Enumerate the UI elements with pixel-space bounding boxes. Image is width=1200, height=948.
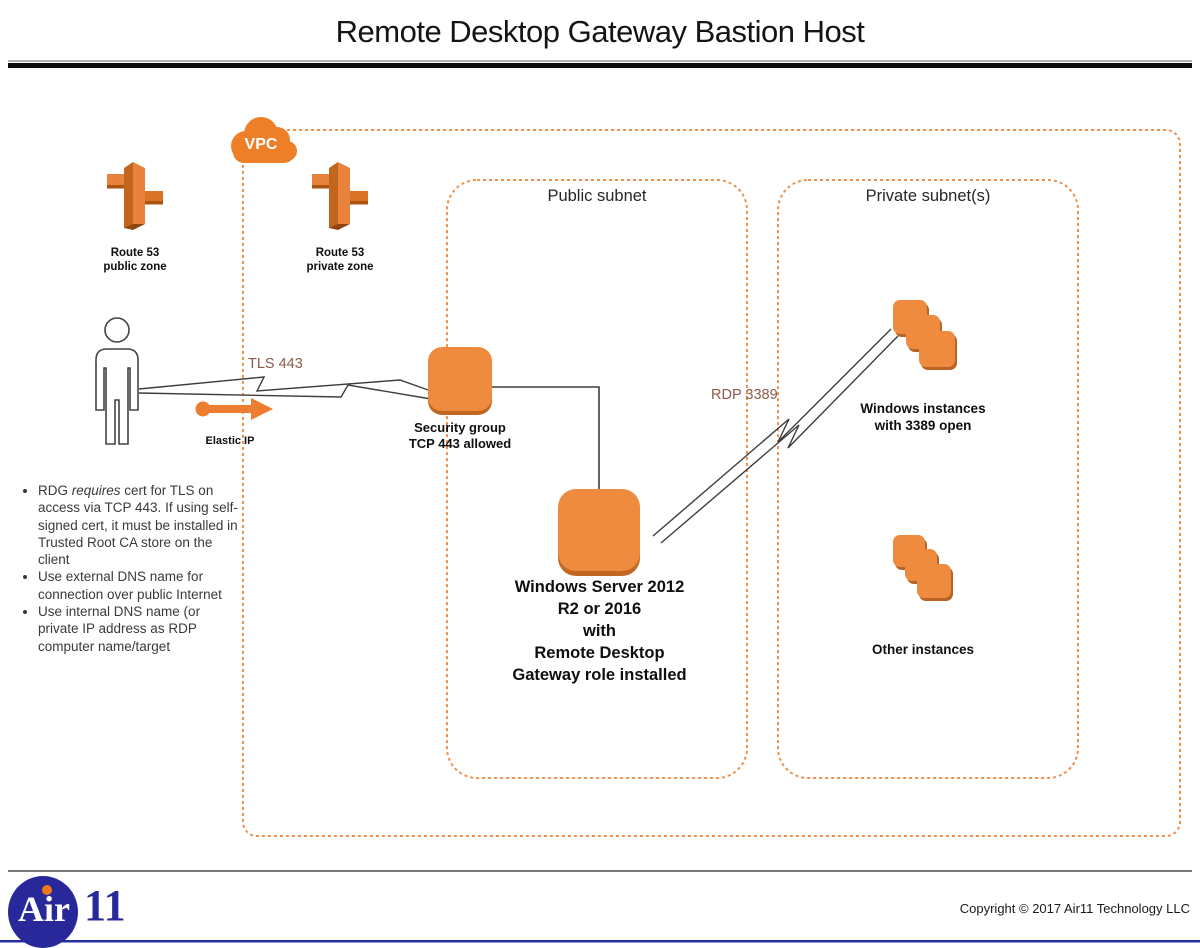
server-label: Windows Server 2012 R2 or 2016 with Remo…: [512, 578, 687, 684]
note-item: RDG requires cert for TLS on access via …: [38, 482, 240, 568]
footer-blue-line: [0, 940, 1200, 943]
server-instance-icon: [558, 489, 640, 576]
note-item: Use internal DNS name (or private IP add…: [38, 603, 240, 655]
page-title: Remote Desktop Gateway Bastion Host: [335, 14, 865, 49]
elastic-ip-arrow-icon: [195, 398, 273, 420]
private-subnet-label: Private subnet(s): [865, 187, 991, 205]
public-subnet-label: Public subnet: [547, 187, 647, 205]
route53-private-label: Route 53 private zone: [306, 247, 374, 273]
public-subnet-boundary: [446, 179, 748, 779]
air11-logo-number: 11: [84, 881, 126, 930]
notes-panel: RDG requires cert for TLS on access via …: [8, 482, 240, 655]
rdp-port-label: RDP 3389: [711, 387, 778, 403]
vpc-boundary: [242, 129, 1181, 837]
other-instances-label: Other instances: [871, 642, 975, 657]
title-rule: [8, 60, 1192, 68]
route53-icon: [107, 162, 163, 230]
instance-stack-icon: [893, 300, 957, 370]
logo-orange-dot-icon: [42, 885, 52, 895]
lightning-connector-icon: [652, 328, 899, 544]
elastic-ip-label: Elastic IP: [205, 435, 255, 447]
security-group-icon: [428, 347, 492, 415]
note-item: Use external DNS name for connection ove…: [38, 568, 240, 603]
private-subnet-boundary: [777, 179, 1079, 779]
lightning-connector-icon: [138, 376, 432, 400]
notes-list: RDG requires cert for TLS on access via …: [8, 482, 240, 655]
vpc-label: VPC: [244, 136, 278, 153]
sg-to-server-connector: [492, 386, 600, 489]
route53-public-label: Route 53 public zone: [103, 247, 167, 273]
air11-logo-text: Air: [18, 889, 70, 929]
route53-icon: [312, 162, 368, 230]
user-icon: [95, 317, 139, 445]
tls-port-label: TLS 443: [248, 356, 303, 372]
vpc-cloud-icon: [231, 117, 297, 163]
security-group-label: Security group TCP 443 allowed: [408, 420, 512, 451]
copyright-text: Copyright © 2017 Air11 Technology LLC: [959, 901, 1190, 916]
instance-stack-icon: [893, 535, 953, 601]
windows-instances-label: Windows instances with 3389 open: [860, 401, 986, 433]
